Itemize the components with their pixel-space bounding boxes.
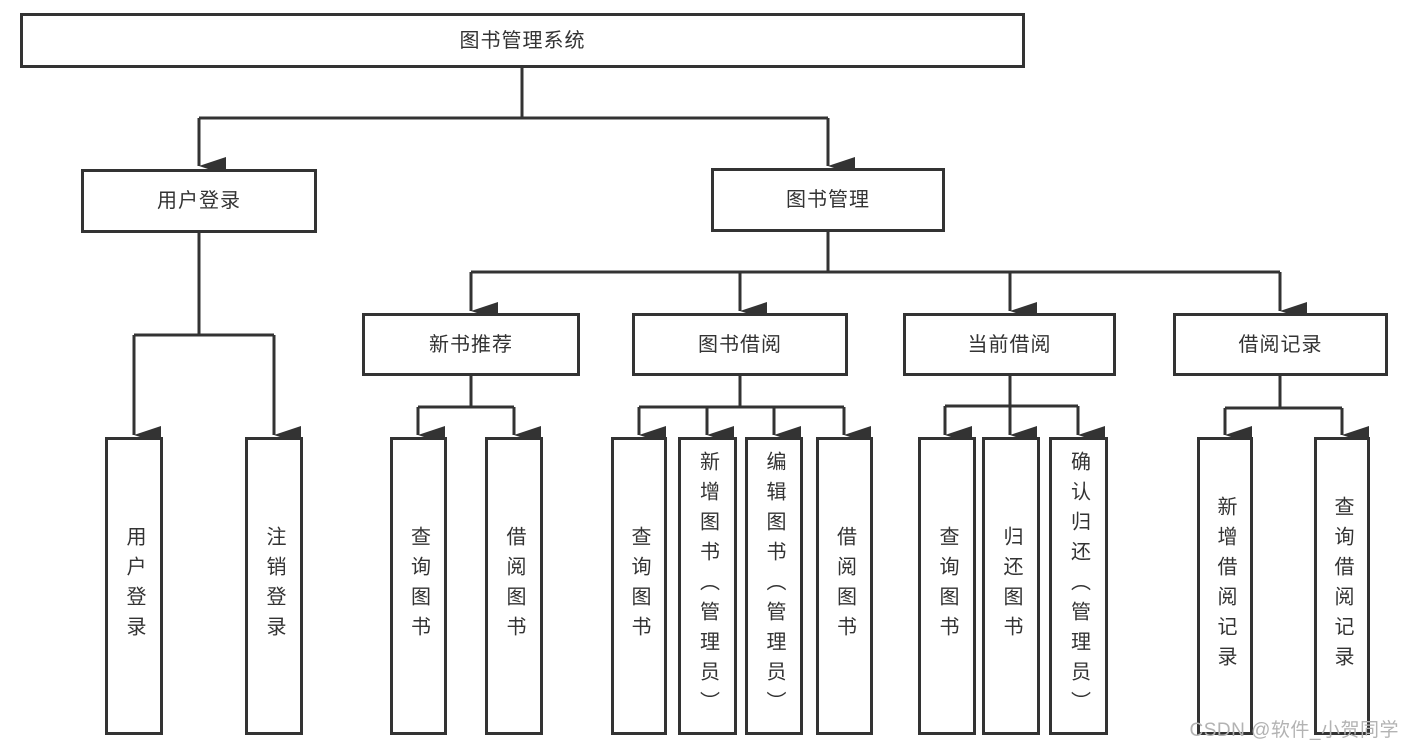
leaf-query-borrow-record: 查询借阅记录 bbox=[1314, 437, 1370, 735]
leaf-confirm-return-admin: 确认归还（管理员） bbox=[1049, 437, 1108, 735]
node-book-management: 图书管理 bbox=[711, 168, 945, 232]
node-current-borrowing: 当前借阅 bbox=[903, 313, 1116, 376]
leaf-query-books-2: 查询图书 bbox=[611, 437, 667, 735]
leaf-borrow-books-1: 借阅图书 bbox=[485, 437, 543, 735]
leaf-add-books-admin: 新增图书（管理员） bbox=[678, 437, 737, 735]
node-book-borrowing: 图书借阅 bbox=[632, 313, 848, 376]
leaf-user-login: 用户登录 bbox=[105, 437, 163, 735]
leaf-logout: 注销登录 bbox=[245, 437, 303, 735]
leaf-borrow-books-2: 借阅图书 bbox=[816, 437, 873, 735]
node-library-management-system: 图书管理系统 bbox=[20, 13, 1025, 68]
watermark: CSDN @软件_小贺同学 bbox=[1189, 720, 1399, 741]
leaf-edit-books-admin: 编辑图书（管理员） bbox=[745, 437, 803, 735]
leaf-query-books-3: 查询图书 bbox=[918, 437, 976, 735]
leaf-return-books: 归还图书 bbox=[982, 437, 1040, 735]
node-user-login: 用户登录 bbox=[81, 169, 317, 233]
leaf-add-borrow-record: 新增借阅记录 bbox=[1197, 437, 1253, 735]
node-new-book-recommendation: 新书推荐 bbox=[362, 313, 580, 376]
node-borrowing-records: 借阅记录 bbox=[1173, 313, 1388, 376]
leaf-query-books-1: 查询图书 bbox=[390, 437, 447, 735]
